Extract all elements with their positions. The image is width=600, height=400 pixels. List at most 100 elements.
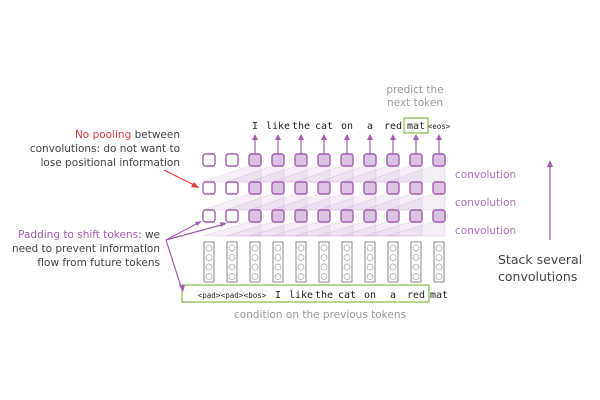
conv-node [271, 153, 285, 167]
predicted-token-box [403, 117, 429, 134]
embedding-unit [366, 254, 374, 261]
embedding-unit [228, 244, 236, 252]
padding-line1: : we [138, 229, 160, 241]
output-arrows [252, 134, 442, 154]
embedding-unit [297, 244, 305, 252]
input-token: cat [338, 290, 356, 301]
input-token: mat [430, 290, 448, 301]
stack-arrowhead [547, 160, 553, 167]
no-pooling-line2: convolutions: do not want to [29, 143, 180, 155]
output-token: I [252, 121, 258, 132]
conv-node [340, 153, 354, 167]
input-context-box [181, 284, 430, 303]
predict-line2: next token [387, 97, 443, 109]
output-token: <eos> [428, 122, 451, 131]
padding-node [202, 209, 216, 223]
embedding-unit [435, 263, 443, 271]
output-arrowhead [252, 134, 258, 140]
no-pooling-arrowhead [191, 182, 199, 188]
embedding-unit [343, 244, 351, 252]
input-embeddings [203, 241, 445, 283]
embedding-unit [251, 254, 259, 261]
embedding-unit [366, 263, 374, 271]
no-pooling-line1: between [131, 129, 180, 141]
embedding-unit [389, 263, 397, 271]
condition-caption: condition on the previous tokens [234, 309, 406, 321]
output-token: red [384, 121, 402, 132]
embedding-unit [274, 244, 282, 252]
padding-arrow-2 [165, 223, 226, 241]
embedding-unit [412, 273, 420, 280]
padding-arrowhead-3 [179, 285, 185, 292]
embedding-vector [364, 241, 376, 283]
conv-node [363, 153, 377, 167]
input-token: red [407, 290, 425, 301]
embedding-unit [251, 273, 259, 280]
stack-line2: convolutions [498, 269, 578, 284]
input-token: a [390, 290, 396, 301]
embedding-unit [297, 263, 305, 271]
embedding-vector [433, 241, 445, 283]
output-token: on [341, 121, 353, 132]
embedding-unit [343, 263, 351, 271]
conv-node [248, 181, 262, 195]
output-arrowhead [298, 134, 304, 140]
no-pooling-line3: lose positional information [40, 157, 181, 169]
embedding-vector [410, 241, 422, 283]
no-pooling-note: No pooling between convolutions: do not … [20, 128, 180, 170]
conv-node [363, 209, 377, 223]
embedding-unit [228, 273, 236, 280]
embedding-vector [387, 241, 399, 283]
output-token: like [266, 121, 290, 132]
padding-node [225, 209, 239, 223]
embedding-vector [226, 241, 238, 283]
conv-node [317, 153, 331, 167]
conv-node [432, 209, 446, 223]
conv-node [317, 181, 331, 195]
embedding-vector [295, 241, 307, 283]
receptive-field-bands [202, 165, 446, 237]
embedding-unit [389, 254, 397, 261]
conv-node [294, 209, 308, 223]
conv-node [386, 209, 400, 223]
embedding-unit [366, 273, 374, 280]
conv-node [432, 181, 446, 195]
conv-node [248, 209, 262, 223]
conv-node [409, 209, 423, 223]
output-arrowhead [367, 134, 373, 140]
padding-arrowhead-2 [220, 222, 227, 227]
embedding-unit [366, 244, 374, 252]
embedding-vector [203, 241, 215, 283]
conv-node [340, 181, 354, 195]
output-token: a [367, 121, 373, 132]
output-token: the [292, 121, 310, 132]
embedding-vector [272, 241, 284, 283]
embedding-vector [318, 241, 330, 283]
embedding-unit [320, 244, 328, 252]
embedding-unit [205, 263, 213, 271]
embedding-unit [320, 273, 328, 280]
conv-node [294, 153, 308, 167]
input-token: on [364, 290, 376, 301]
padding-highlight: Padding to shift tokens [18, 229, 139, 241]
output-token: cat [315, 121, 333, 132]
conv-node [294, 181, 308, 195]
embedding-unit [343, 273, 351, 280]
conv-node [386, 153, 400, 167]
conv-node [409, 153, 423, 167]
embedding-unit [343, 254, 351, 261]
embedding-vector [249, 241, 261, 283]
layer-label-top: convolution [455, 169, 517, 181]
padding-node [202, 181, 216, 195]
embedding-unit [389, 244, 397, 252]
embedding-unit [297, 273, 305, 280]
embedding-unit [435, 244, 443, 252]
predict-line1: predict the [386, 84, 444, 96]
conv-node [386, 181, 400, 195]
padding-node [202, 153, 216, 167]
layer-label-middle: convolution [455, 197, 517, 209]
embedding-unit [228, 263, 236, 271]
padding-node [225, 153, 239, 167]
